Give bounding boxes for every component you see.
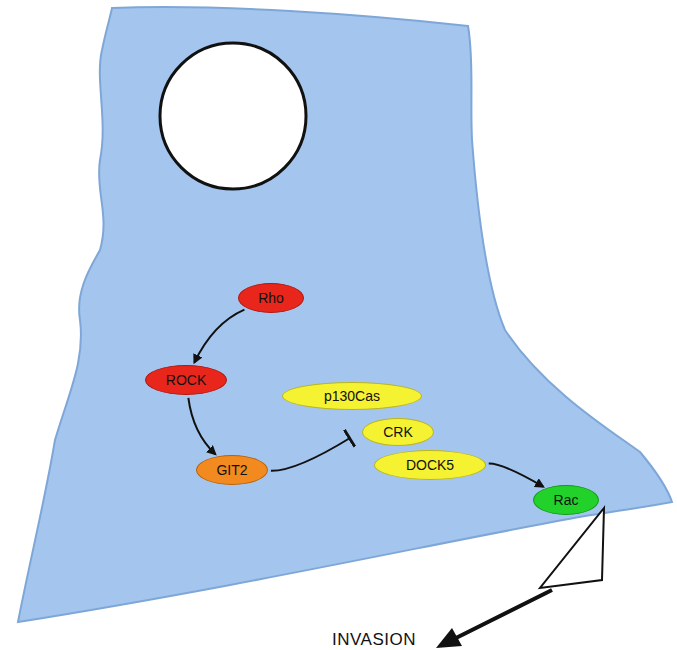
protein-oval: CRK (362, 418, 434, 446)
activation-arrow (194, 310, 244, 363)
activation-arrow (188, 398, 215, 454)
protein-name: CRK (383, 424, 413, 440)
protein-oval: ROCK (145, 365, 227, 395)
protein-name: DOCK5 (406, 457, 454, 473)
activation-arrow (489, 463, 543, 486)
protrusion-wedge (540, 508, 604, 588)
protein-name: Rac (554, 492, 579, 508)
inhibition-connector (271, 438, 350, 471)
protein-oval: Rac (533, 485, 599, 515)
outcome-label: INVASION (332, 630, 416, 650)
protein-name: p130Cas (324, 388, 380, 404)
protein-oval: GIT2 (196, 455, 268, 485)
protein-name: GIT2 (216, 462, 247, 478)
protein-oval: Rho (238, 283, 304, 313)
protein-oval: DOCK5 (374, 450, 486, 480)
invasion-arrowhead (436, 628, 462, 648)
protein-oval: p130Cas (282, 382, 422, 410)
nucleus (160, 43, 306, 189)
protein-name: ROCK (166, 372, 206, 388)
protein-name: Rho (258, 290, 284, 306)
invasion-arrow (452, 590, 552, 640)
cell-body (18, 7, 672, 622)
